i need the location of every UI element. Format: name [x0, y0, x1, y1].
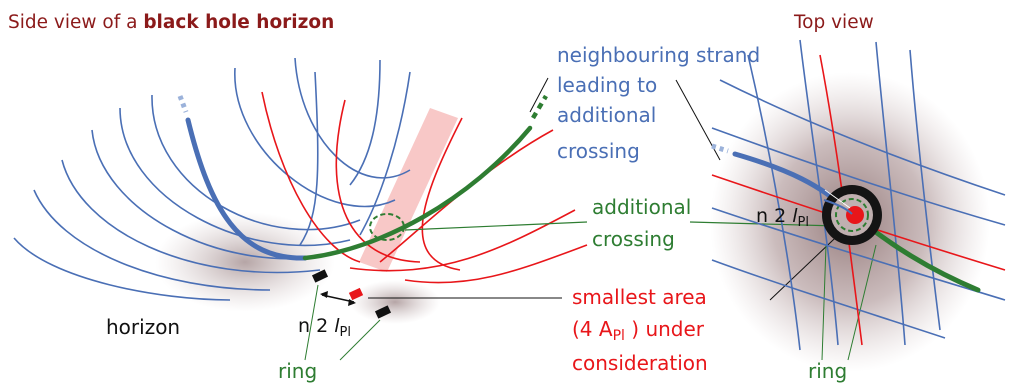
top-ring-cross-blue: [823, 199, 853, 215]
additional-line-1: additional: [592, 195, 691, 219]
n2-side-label: n 2 lPl: [298, 315, 351, 340]
pink-beam: [359, 108, 458, 272]
ring-left-label: ring: [278, 359, 317, 383]
leader-ring-right-2: [847, 244, 877, 361]
neighbouring-line-4: crossing: [557, 139, 640, 163]
green-dash-top: [531, 94, 548, 120]
leader-ring-left-1: [304, 284, 319, 361]
leader-additional-right: [689, 221, 839, 227]
leader-ring-right-1: [821, 244, 827, 361]
blue-strands-side: [13, 57, 411, 301]
left-shadow: [155, 212, 335, 312]
neighbouring-line-2: leading to: [557, 73, 657, 97]
smallest-area-line-2: (4 APl ) under: [572, 317, 705, 344]
horizon-label: horizon: [106, 315, 180, 339]
thick-blue-strand: [185, 117, 308, 261]
smallest-area-line-1: smallest area: [572, 285, 707, 309]
distance-arrow: [321, 294, 355, 303]
arrow-head-right: [348, 299, 356, 306]
neighbouring-line-1: neighbouring strand: [557, 43, 760, 67]
top-view-title: Top view: [793, 12, 874, 33]
top-red-crossing: [846, 206, 864, 224]
neighbouring-line-3: additional: [557, 103, 656, 127]
leader-additional: [404, 221, 588, 231]
smallest-area-line-3: consideration: [572, 351, 708, 375]
green-dashed-circle: [369, 213, 405, 241]
left-shadow-2: [350, 280, 440, 324]
side-view-title: Side view of a black hole horizon: [8, 12, 334, 33]
ring-marker-right: [374, 305, 392, 319]
red-marker: [348, 287, 364, 301]
additional-line-2: crossing: [592, 227, 675, 251]
arrow-head-left: [320, 291, 328, 298]
green-strand: [302, 125, 533, 261]
n2-top-label: n 2 lPl: [756, 205, 809, 230]
thick-blue-dash: [177, 95, 189, 113]
top-green-dashed: [835, 198, 869, 232]
top-view-blue-grid: [711, 39, 1006, 351]
leader-neighbouring: [529, 77, 549, 113]
top-n2-arrow: [824, 189, 851, 209]
top-thick-blue-dash: [711, 143, 729, 154]
ring-right-label: ring: [808, 359, 847, 383]
leader-ring-left-2: [339, 319, 381, 361]
ring-marker-left: [311, 269, 329, 283]
